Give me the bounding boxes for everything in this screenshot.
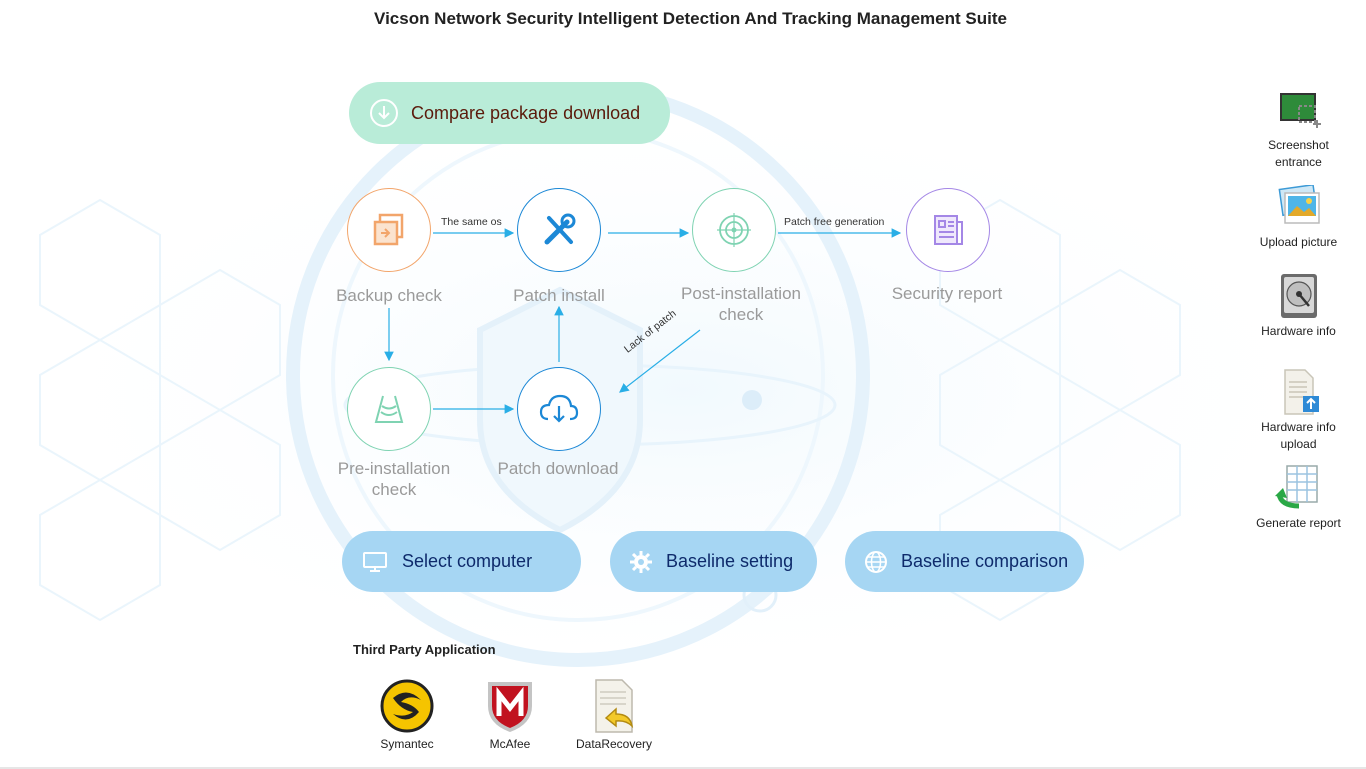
gear-icon — [626, 547, 656, 577]
page-title: Vicson Network Security Intelligent Dete… — [374, 9, 1007, 28]
patch-install-node[interactable] — [517, 188, 601, 272]
target-icon — [717, 213, 751, 247]
symantec-app[interactable]: Symantec — [362, 678, 452, 751]
post-installation-check-label: Post-installation check — [680, 284, 801, 324]
hard-drive-icon — [1280, 274, 1317, 318]
file-upload-icon — [1283, 369, 1319, 415]
globe-icon — [861, 547, 891, 577]
compare-package-download-label: Compare package download — [411, 102, 641, 123]
baseline-comparison-label: Baseline comparison — [901, 551, 1069, 571]
security-report-label: Security report — [891, 284, 1003, 303]
select-computer-button[interactable]: Select computer — [342, 531, 581, 592]
baseline-comparison-button[interactable]: Baseline comparison — [845, 531, 1084, 592]
generate-report-label: Generate report — [1256, 516, 1341, 530]
symantec-label: Symantec — [380, 737, 434, 751]
bottom-divider — [0, 767, 1366, 769]
mcafee-label: McAfee — [489, 737, 531, 751]
backup-icon — [373, 213, 404, 246]
symantec-icon — [380, 679, 434, 733]
datarecovery-label: DataRecovery — [575, 737, 653, 751]
patch-download-label: Patch download — [497, 459, 619, 478]
pre-installation-check-node[interactable] — [347, 367, 431, 451]
security-report-node[interactable] — [906, 188, 990, 272]
download-circle-icon — [369, 98, 399, 128]
hardware-info-button[interactable]: Hardware info — [1251, 272, 1346, 340]
generate-report-icon — [1274, 465, 1318, 509]
patch-download-node[interactable] — [517, 367, 601, 451]
baseline-setting-label: Baseline setting — [666, 551, 794, 571]
hardware-info-upload-button[interactable]: Hardware info upload — [1251, 368, 1346, 453]
edge-label-same-os: The same os — [441, 216, 502, 228]
screenshot-icon — [1279, 93, 1321, 128]
backup-check-node[interactable] — [347, 188, 431, 272]
monitor-icon — [360, 547, 390, 577]
wrench-screwdriver-icon — [544, 213, 576, 245]
cloud-download-icon — [539, 394, 579, 423]
datarecovery-app[interactable]: DataRecovery — [569, 678, 659, 751]
post-installation-check-node[interactable] — [692, 188, 776, 272]
patch-install-label: Patch install — [513, 286, 605, 305]
report-icon — [934, 215, 963, 245]
select-computer-label: Select computer — [402, 551, 533, 571]
scan-icon — [374, 395, 404, 423]
edge-label-patch-free-generation: Patch free generation — [784, 216, 885, 228]
data-recovery-icon — [595, 679, 634, 733]
screenshot-entrance-label: Screenshot entrance — [1268, 138, 1329, 169]
hardware-info-label: Hardware info — [1261, 324, 1336, 338]
picture-icon — [1278, 185, 1320, 224]
upload-picture-button[interactable]: Upload picture — [1251, 185, 1346, 251]
mcafee-shield-icon — [488, 682, 532, 732]
screenshot-entrance-button[interactable]: Screenshot entrance — [1251, 92, 1346, 171]
mcafee-app[interactable]: McAfee — [465, 678, 555, 751]
baseline-setting-button[interactable]: Baseline setting — [610, 531, 817, 592]
hardware-info-upload-label: Hardware info upload — [1261, 420, 1336, 451]
compare-package-download-button[interactable]: Compare package download — [349, 82, 670, 144]
pre-installation-check-label: Pre-installation check — [337, 459, 451, 499]
upload-picture-label: Upload picture — [1259, 235, 1338, 249]
backup-check-label: Backup check — [336, 286, 442, 305]
generate-report-button[interactable]: Generate report — [1251, 464, 1346, 532]
third-party-title: Third Party Application — [353, 642, 496, 657]
